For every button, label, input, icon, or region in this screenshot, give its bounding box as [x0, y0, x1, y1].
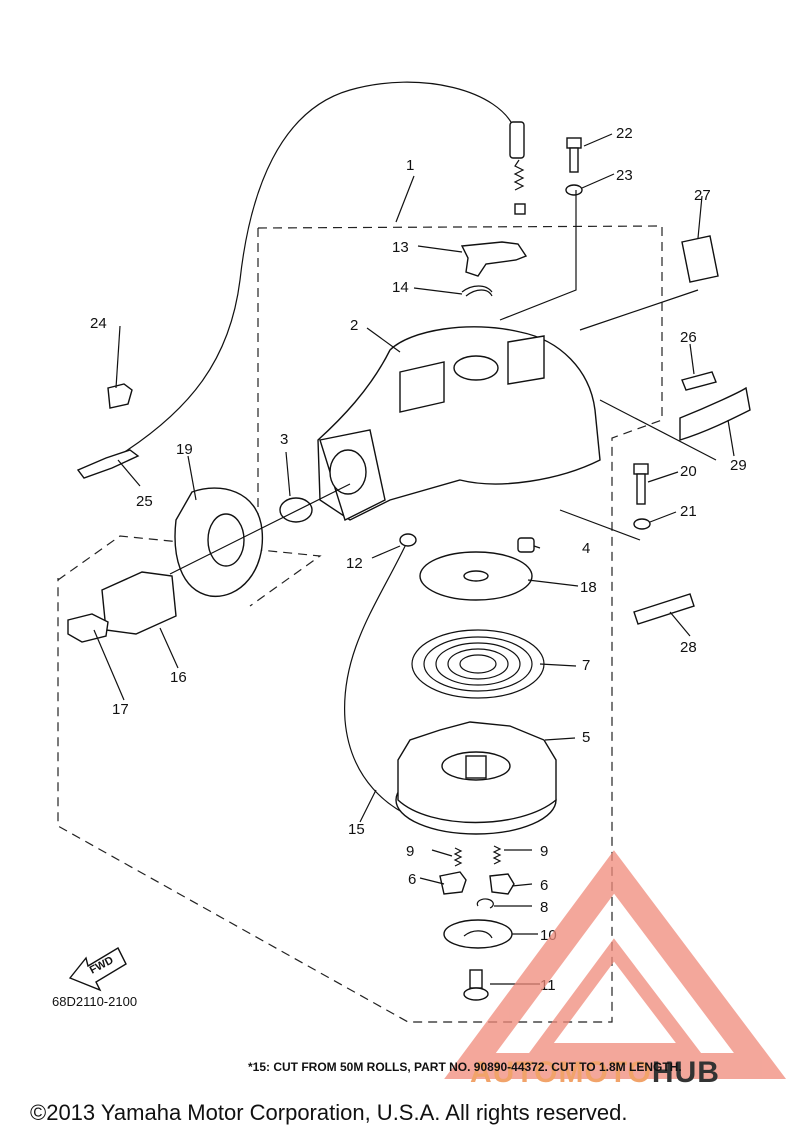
- seal-hole: [207, 513, 245, 567]
- drive-plate-slot: [463, 930, 493, 939]
- callout-1: 1: [406, 157, 414, 174]
- decal-27: [681, 235, 719, 283]
- decal-26: [681, 371, 717, 391]
- callout-4: 4: [582, 540, 590, 557]
- grommet-parts: [169, 483, 351, 597]
- spiral-spring: [411, 629, 545, 699]
- bolt-20-shank: [636, 473, 646, 505]
- cable-bracket: [107, 383, 133, 409]
- callout-16: 16: [170, 669, 187, 686]
- case-rib: [399, 361, 445, 413]
- lever-parts: [460, 241, 528, 297]
- drive-plate: [443, 919, 513, 949]
- rope-guide-hole: [329, 449, 367, 495]
- callout-17: 17: [112, 701, 129, 718]
- callout-2: 2: [350, 317, 358, 334]
- pawl-left: [439, 871, 467, 895]
- callout-13: 13: [392, 239, 409, 256]
- callout-14: 14: [392, 279, 409, 296]
- collar: [517, 537, 535, 553]
- pawl-spring-left: [453, 847, 463, 867]
- bolt-shank: [469, 969, 483, 989]
- callout-26: 26: [680, 329, 697, 346]
- callout-18: 18: [580, 579, 597, 596]
- case-plate: [507, 335, 545, 385]
- pawl-spring-right: [492, 845, 502, 865]
- stop-lever: [460, 241, 528, 277]
- leader-lines: [93, 133, 735, 985]
- callout-29: 29: [730, 457, 747, 474]
- cable-end-fitting: [509, 121, 525, 159]
- starter-case: [317, 326, 601, 521]
- callout-12: 12: [346, 555, 363, 572]
- labels-decals: [633, 235, 751, 625]
- copyright: ©2013 Yamaha Motor Corporation, U.S.A. A…: [30, 1100, 628, 1125]
- bolt-22-shank: [569, 147, 579, 173]
- callout-21: 21: [680, 503, 697, 520]
- fwd-arrow-icon: FWD: [68, 947, 127, 992]
- cable-line: [119, 81, 516, 456]
- cable-tip: [514, 203, 526, 215]
- handle-clip: [67, 613, 109, 643]
- decal-29: [679, 386, 751, 441]
- watermark-logo-icon: [444, 850, 787, 1079]
- sheave-drum: [395, 721, 557, 835]
- fasteners: [565, 137, 651, 530]
- callout-numbers: 1 2 3 4 5 6 6 7 8 9 9 10 11 12 13 14 15 …: [90, 125, 747, 994]
- callout-3: 3: [280, 431, 288, 448]
- rope-knot: [399, 533, 417, 547]
- watermark-text: AUTOMOTOHUB: [470, 1056, 720, 1090]
- starter-handle: [101, 571, 177, 635]
- callout-25: 25: [136, 493, 153, 510]
- pawl-right: [489, 873, 515, 895]
- bolt-head: [463, 987, 489, 1001]
- callout-5: 5: [582, 729, 590, 746]
- cable-joint: [76, 449, 140, 479]
- callout-23: 23: [616, 167, 633, 184]
- bolt-20-head: [633, 463, 649, 475]
- case-boss: [453, 355, 499, 381]
- callout-6-right: 6: [540, 877, 548, 894]
- callout-7: 7: [582, 657, 590, 674]
- main-assembly-outline: [57, 225, 663, 1023]
- lever-spring: [461, 285, 493, 297]
- assembly-outlines: [57, 225, 663, 1023]
- watermark-part2: HUB: [651, 1056, 720, 1089]
- rope-grommet: [279, 497, 313, 523]
- footnote: *15: CUT FROM 50M ROLLS, PART NO. 90890-…: [248, 1060, 682, 1074]
- decal-28: [633, 593, 695, 625]
- washer-21: [633, 518, 651, 530]
- callout-9-left: 9: [406, 843, 414, 860]
- callout-8: 8: [540, 899, 548, 916]
- callout-9-right: 9: [540, 843, 548, 860]
- cable-spring: [513, 159, 525, 191]
- handle-assembly-outline: [57, 535, 322, 607]
- diagram-code: 68D2110-2100: [52, 994, 137, 1009]
- handle-parts: [67, 571, 177, 643]
- starter-rope: [343, 539, 421, 821]
- callout-6-left: 6: [408, 871, 416, 888]
- callout-22: 22: [616, 125, 633, 142]
- drum-center-boss: [465, 755, 487, 779]
- callout-27: 27: [694, 187, 711, 204]
- callout-19: 19: [176, 441, 193, 458]
- spring-plate-hole: [463, 570, 489, 582]
- starter-rope-segment: [169, 483, 351, 575]
- drive-parts: [439, 845, 515, 1001]
- washer-23: [565, 184, 583, 196]
- callout-28: 28: [680, 639, 697, 656]
- watermark-part1: AUTOMOTO: [470, 1056, 652, 1089]
- callout-20: 20: [680, 463, 697, 480]
- circlip: [476, 898, 494, 909]
- bolt-22-head: [566, 137, 582, 149]
- stop-cable: [76, 81, 526, 479]
- callout-24: 24: [90, 315, 107, 332]
- callout-15: 15: [348, 821, 365, 838]
